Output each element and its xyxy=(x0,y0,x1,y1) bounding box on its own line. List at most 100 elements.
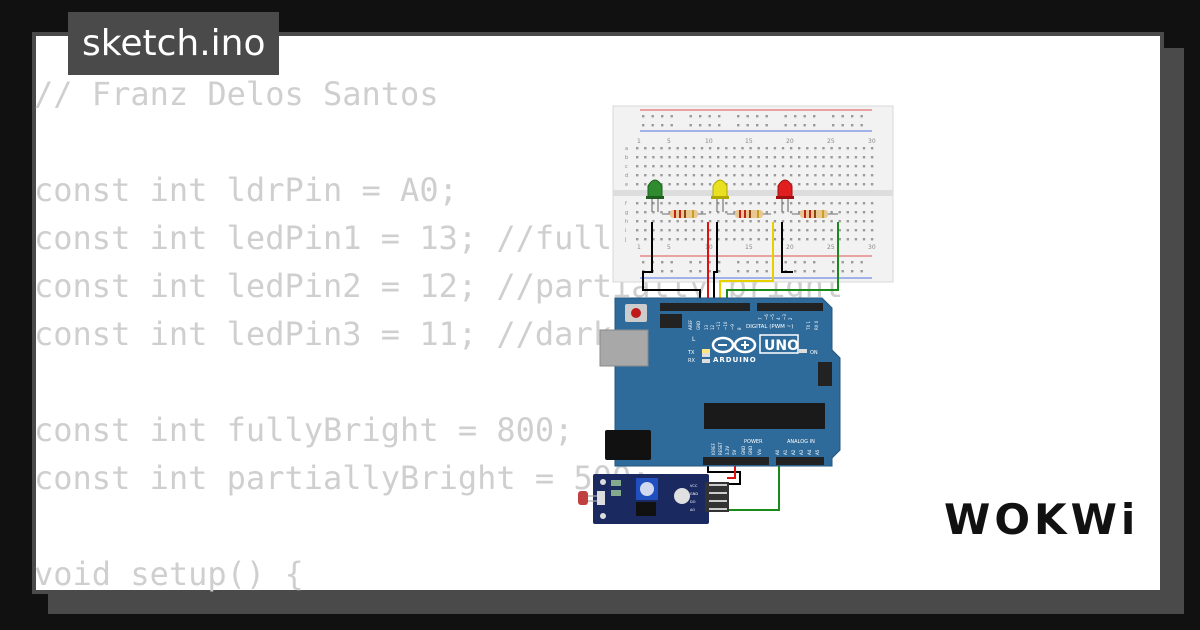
breadboard-hole xyxy=(757,229,760,232)
breadboard-hole xyxy=(692,202,696,205)
breadboard-hole xyxy=(708,229,712,232)
power-rail-hole xyxy=(803,270,806,273)
breadboard-hole xyxy=(870,156,874,159)
pin-9: ~9 xyxy=(730,324,735,330)
breadboard-hole xyxy=(636,183,639,186)
bb-col-25-bottom: 25 xyxy=(827,244,835,251)
breadboard-hole xyxy=(733,229,736,232)
circuit-diagram[interactable]: 1 5 10 15 20 25 30 1 5 10 15 20 25 30 a … xyxy=(570,72,900,532)
breadboard-hole xyxy=(668,183,671,186)
pin-7: 7 xyxy=(758,317,763,320)
bb-col-20: 20 xyxy=(786,138,794,145)
breadboard-hole xyxy=(822,183,825,186)
breadboard-hole xyxy=(717,202,720,205)
power-rail-hole xyxy=(708,115,711,118)
breadboard-hole xyxy=(717,174,720,177)
breadboard-hole xyxy=(676,183,679,186)
breadboard-hole xyxy=(636,174,639,177)
breadboard-hole xyxy=(757,174,760,177)
power-rail-hole xyxy=(642,115,645,118)
power-rail-hole xyxy=(756,115,759,118)
breadboard-hole xyxy=(676,220,679,223)
breadboard-hole xyxy=(862,229,866,232)
breadboard-hole xyxy=(644,165,647,168)
led-green[interactable] xyxy=(646,179,664,212)
breadboard-hole xyxy=(781,147,785,150)
breadboard-hole xyxy=(789,165,793,168)
breadboard-hole xyxy=(668,220,671,223)
breadboard-hole xyxy=(870,229,874,232)
pin-rx0: RX 0 xyxy=(814,320,819,330)
breadboard-hole xyxy=(830,229,833,232)
breadboard-hole xyxy=(660,156,663,159)
breadboard-hole xyxy=(838,165,841,168)
label-l: L xyxy=(692,336,696,343)
arduino-uno[interactable]: UNO ARDUINO DIGITAL (PWM ~) POWER ANALOG… xyxy=(599,297,841,467)
resistor-2[interactable] xyxy=(727,210,771,218)
power-rail-hole xyxy=(699,115,702,118)
power-rail-hole xyxy=(794,115,797,118)
breadboard-hole xyxy=(636,147,639,150)
led-yellow[interactable] xyxy=(711,179,729,212)
code-line: void setup() { xyxy=(34,555,304,593)
power-rail-hole xyxy=(832,115,835,118)
led-red[interactable] xyxy=(776,179,794,212)
bb-row-g: g xyxy=(625,210,628,216)
header-analog xyxy=(776,457,824,465)
breadboard-hole xyxy=(741,174,744,177)
breadboard-hole xyxy=(684,174,687,177)
pin-8: 8 xyxy=(737,327,742,330)
pin-6: ~6 xyxy=(764,314,769,320)
power-rail-hole xyxy=(708,124,711,127)
breadboard-hole xyxy=(838,147,841,150)
ldr-sensor-module[interactable]: VCC GND DO AO xyxy=(578,474,729,524)
breadboard-hole xyxy=(636,202,639,205)
icsp-header xyxy=(660,314,682,328)
breadboard-hole xyxy=(733,238,736,241)
breadboard-hole xyxy=(846,220,849,223)
breadboard-hole xyxy=(870,183,874,186)
breadboard-hole xyxy=(749,183,752,186)
power-rail-hole xyxy=(860,270,863,273)
power-rail-hole xyxy=(841,261,844,264)
breadboard-hole xyxy=(822,238,825,241)
breadboard-hole xyxy=(846,165,849,168)
breadboard-hole xyxy=(692,229,696,232)
breadboard-hole xyxy=(684,156,687,159)
breadboard-hole xyxy=(717,229,720,232)
breadboard-hole xyxy=(838,220,841,223)
breadboard-hole xyxy=(846,211,849,214)
breadboard-hole xyxy=(741,202,744,205)
breadboard-hole xyxy=(652,174,655,177)
breadboard-hole xyxy=(846,147,849,150)
usb-port xyxy=(599,329,649,367)
power-rail-hole xyxy=(851,115,854,118)
breadboard-hole xyxy=(773,183,777,186)
power-rail-hole xyxy=(699,270,702,273)
power-label: POWER xyxy=(744,439,763,445)
breadboard-hole xyxy=(692,220,696,223)
breadboard-hole xyxy=(838,229,841,232)
breadboard-hole xyxy=(822,165,825,168)
breadboard-hole xyxy=(798,211,801,214)
resistor-3[interactable] xyxy=(792,210,838,218)
breadboard-hole xyxy=(854,165,858,168)
code-line: const int fullyBright = 800; xyxy=(34,411,574,449)
power-rail-hole xyxy=(832,261,835,264)
bb-row-a: a xyxy=(625,146,628,152)
breadboard-hole xyxy=(668,165,671,168)
breadboard-hole xyxy=(773,220,777,223)
breadboard-hole xyxy=(789,147,793,150)
breadboard-hole xyxy=(773,174,777,177)
breadboard-hole xyxy=(692,156,696,159)
wokwi-logo[interactable]: WOKWi xyxy=(944,495,1140,544)
breadboard-hole xyxy=(814,165,817,168)
breadboard-hole xyxy=(636,220,639,223)
power-rail-hole xyxy=(765,261,768,264)
file-title[interactable]: sketch.ino xyxy=(68,12,280,75)
resistor-1[interactable] xyxy=(662,210,706,218)
bb-col-25: 25 xyxy=(827,138,835,145)
breadboard-hole xyxy=(814,220,817,223)
label-tx: TX xyxy=(687,350,695,356)
